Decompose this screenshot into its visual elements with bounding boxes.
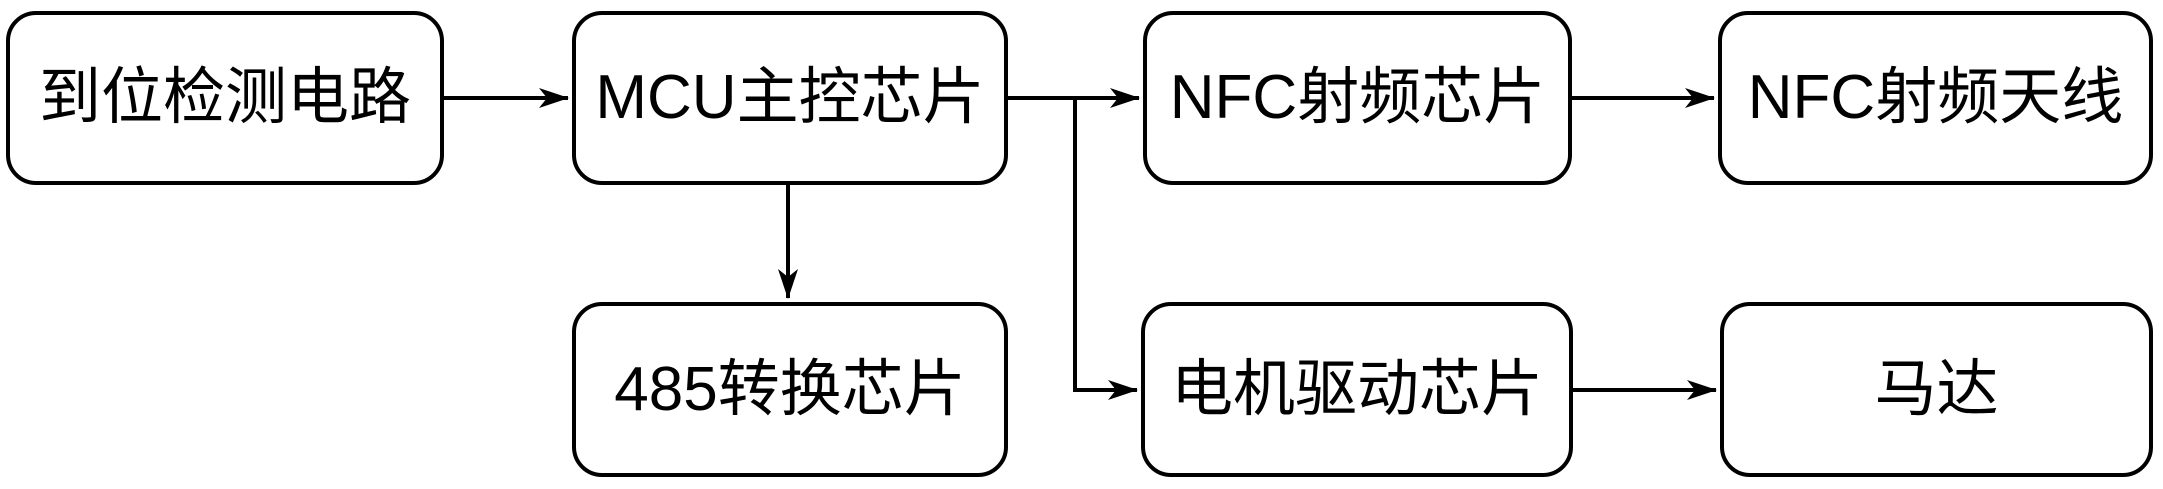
- node-label: NFC射频芯片: [1169, 63, 1546, 132]
- node-nfc-rf-chip[interactable]: NFC射频芯片: [1143, 11, 1572, 185]
- node-label: MCU主控芯片: [595, 63, 985, 132]
- node-label: 电机驱动芯片: [1170, 354, 1543, 424]
- node-motor[interactable]: 马达: [1720, 302, 2153, 477]
- connector-lines: [444, 88, 1717, 400]
- node-position-detection-circuit[interactable]: 到位检测电路: [6, 11, 444, 185]
- node-mcu-main-control-chip[interactable]: MCU主控芯片: [572, 11, 1008, 185]
- node-nfc-rf-antenna[interactable]: NFC射频天线: [1718, 11, 2153, 185]
- edge-mcu-main-control-chip-to-motor-driver-chip: [1073, 98, 1138, 400]
- node-label: 马达: [1874, 354, 1999, 424]
- node-label: 485转换芯片: [614, 354, 966, 424]
- node-label: 到位检测电路: [38, 63, 411, 132]
- node-motor-driver-chip[interactable]: 电机驱动芯片: [1141, 302, 1573, 477]
- node-label: NFC射频天线: [1747, 63, 2124, 132]
- node-485-converter-chip[interactable]: 485转换芯片: [572, 302, 1008, 477]
